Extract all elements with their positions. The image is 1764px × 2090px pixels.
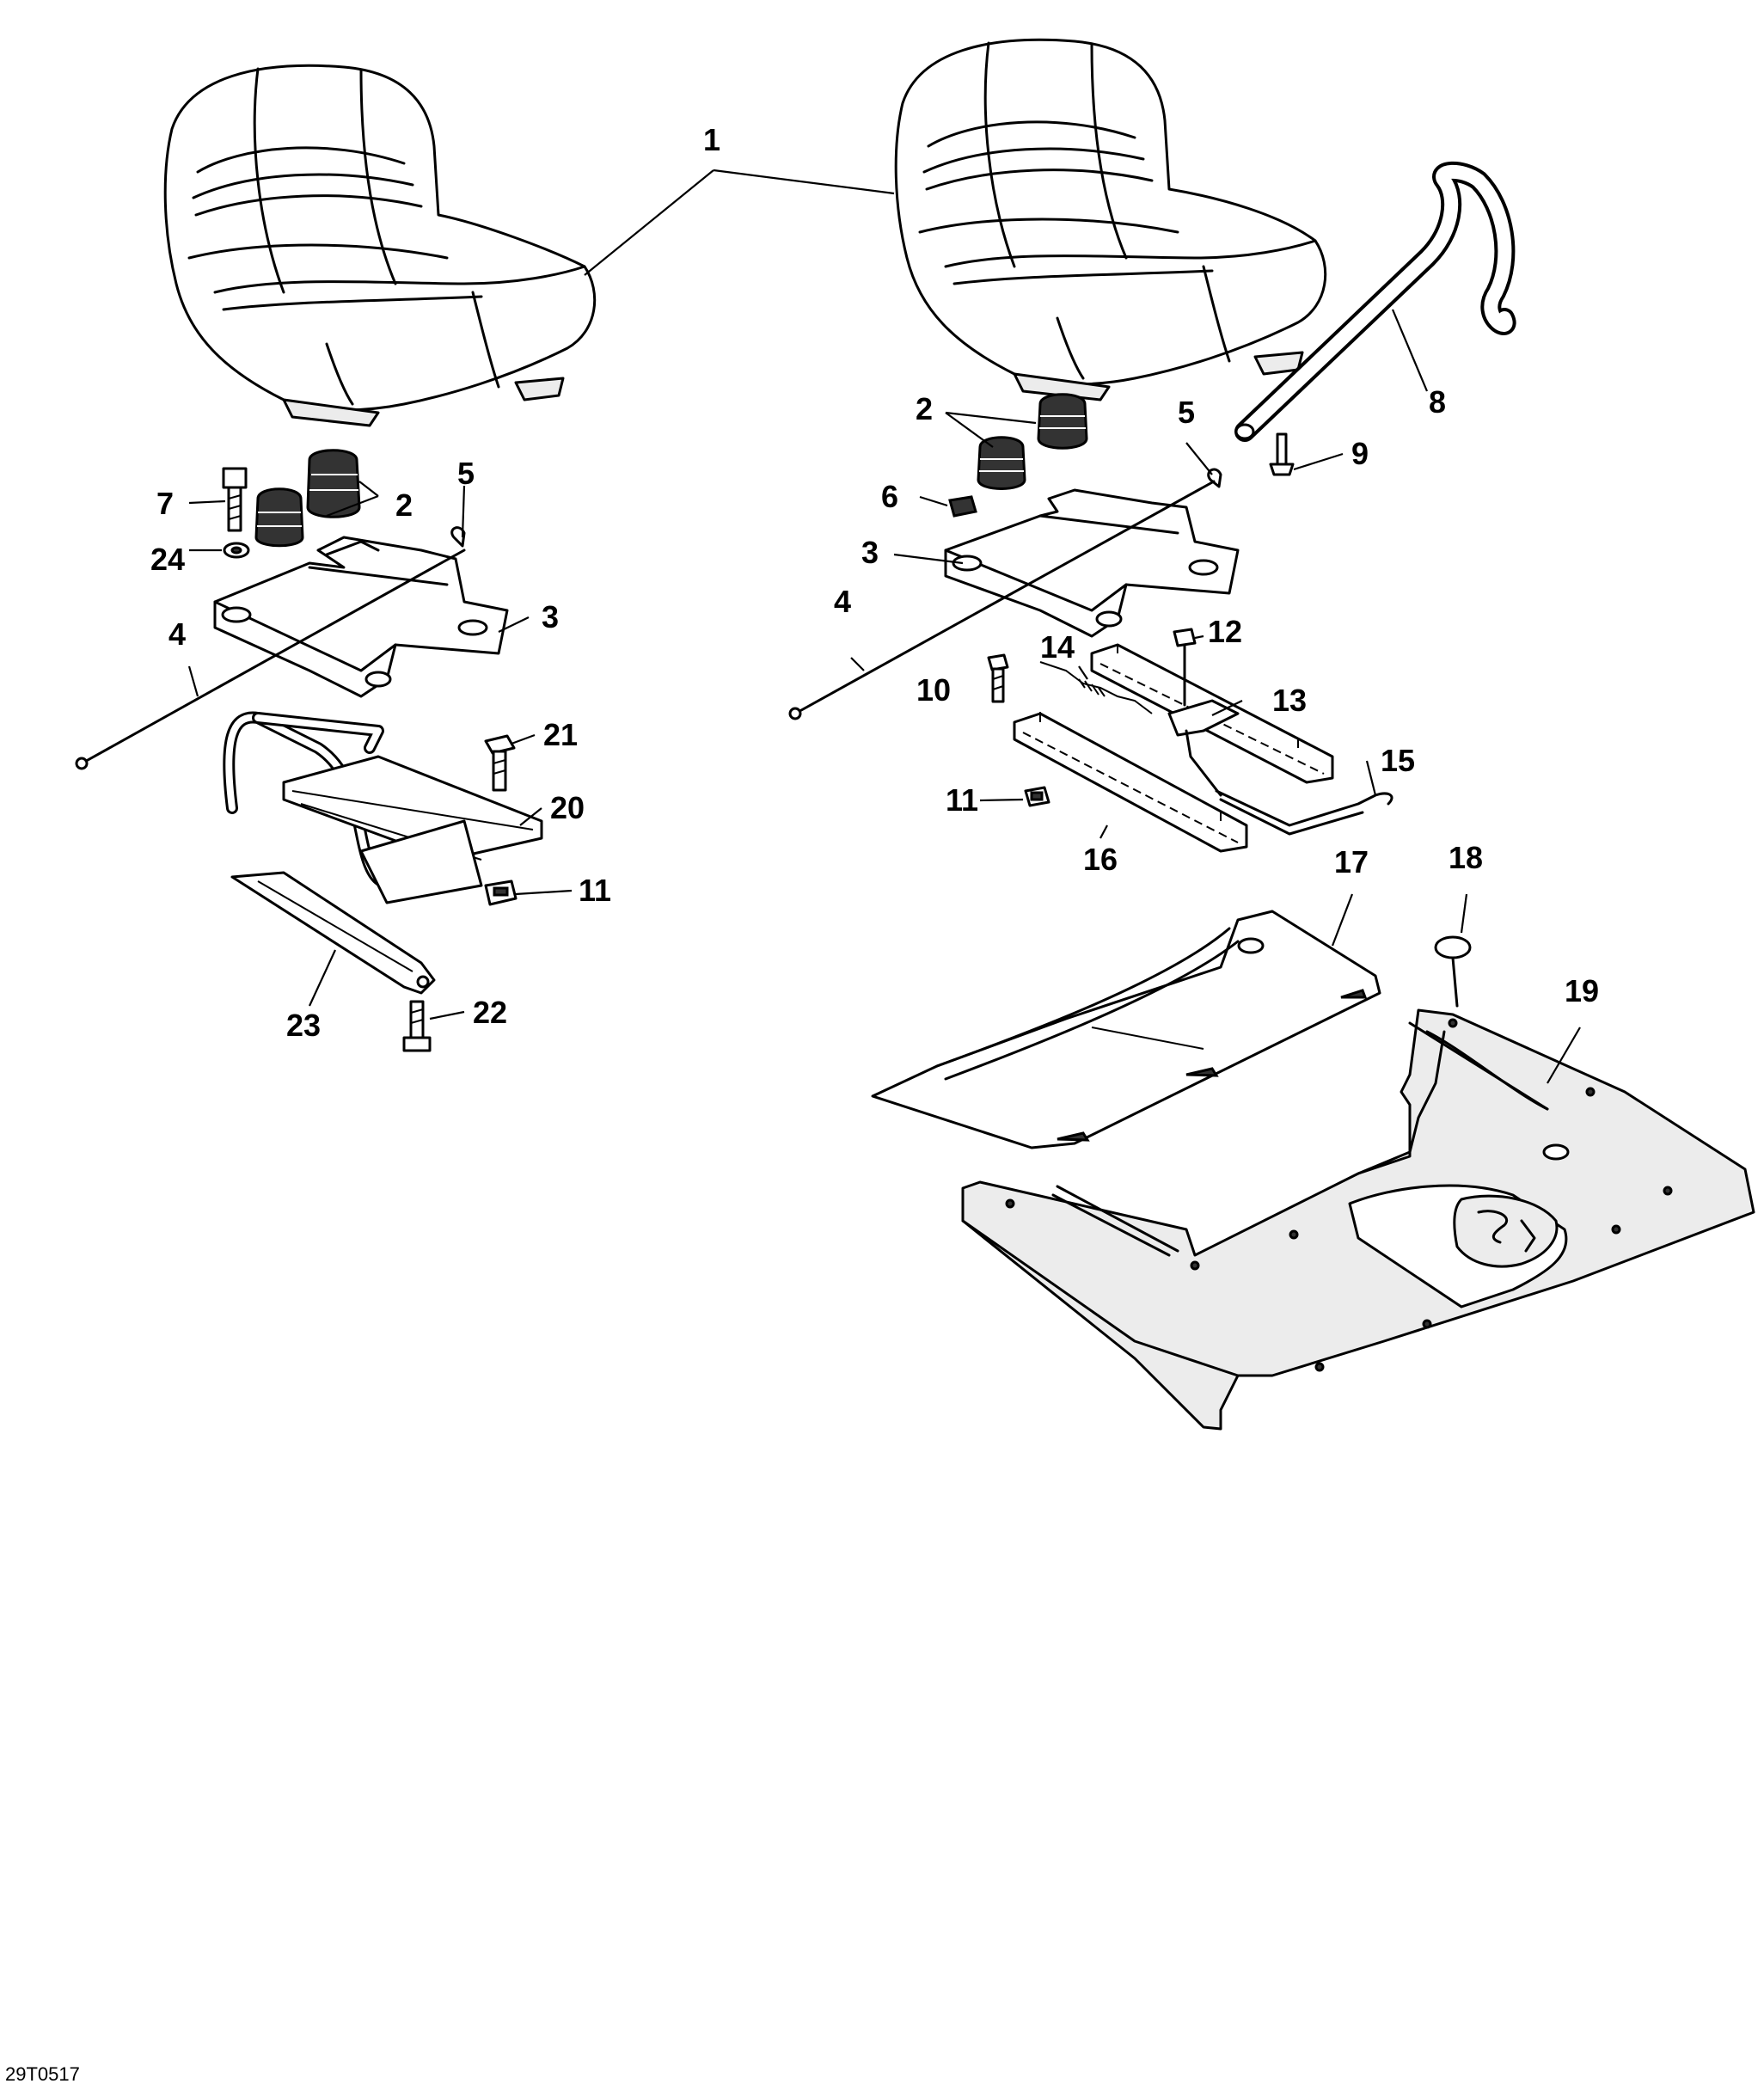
- bumpers-left: [254, 449, 361, 548]
- callout-2-left: 2: [395, 487, 413, 523]
- callout-18: 18: [1449, 840, 1483, 875]
- bumpers-right: [977, 393, 1088, 490]
- bolt-7: [222, 467, 248, 532]
- callout-labels: 1 2 2 3 3 4 4 5 5 6 7 8 9 10 11 11 12 13…: [150, 122, 1599, 1043]
- rail-16: [1013, 712, 1248, 853]
- callout-12: 12: [1208, 614, 1242, 649]
- callout-5-right: 5: [1178, 395, 1195, 430]
- seat-pan-17: [871, 910, 1381, 1149]
- bolt-21: [484, 734, 516, 792]
- callout-21: 21: [543, 717, 578, 752]
- callout-4-left: 4: [168, 616, 186, 652]
- callout-6: 6: [881, 479, 898, 514]
- callout-4-right: 4: [834, 584, 851, 619]
- callout-5-left: 5: [457, 456, 475, 491]
- grab-handle-8: [1234, 161, 1516, 442]
- callout-1: 1: [703, 122, 720, 157]
- callout-17: 17: [1334, 844, 1369, 880]
- floor-plate-19: [961, 1008, 1755, 1431]
- callout-7: 7: [156, 486, 174, 521]
- strap-23: [230, 871, 436, 995]
- rod-4-left: [80, 549, 466, 765]
- callout-24: 24: [150, 542, 185, 577]
- callout-16: 16: [1083, 842, 1118, 877]
- bolt-12: [1173, 628, 1197, 707]
- leader-lines: [187, 169, 1581, 1084]
- callout-13: 13: [1272, 683, 1307, 718]
- bolt-22: [402, 1000, 432, 1052]
- nut-6: [948, 495, 977, 518]
- callout-22: 22: [473, 995, 507, 1030]
- callout-11-left: 11: [579, 873, 611, 908]
- mount-bracket-left: [213, 536, 509, 698]
- callout-2-right: 2: [916, 391, 933, 426]
- callout-15: 15: [1381, 743, 1415, 778]
- clip-5-left: [450, 526, 466, 548]
- callout-14: 14: [1040, 629, 1075, 665]
- callout-8: 8: [1429, 384, 1446, 420]
- screw-9: [1269, 432, 1295, 476]
- callout-9: 9: [1351, 436, 1369, 471]
- latch-lever-15: [1167, 699, 1393, 836]
- callout-19: 19: [1565, 973, 1599, 1008]
- callout-3-left: 3: [542, 599, 559, 634]
- rod-4-right: [793, 480, 1216, 715]
- slide-rails-left: [282, 755, 543, 904]
- figure-id: 29T0517: [5, 2063, 80, 2085]
- bolt-10: [987, 653, 1009, 703]
- callout-11-right: 11: [946, 782, 978, 818]
- left-seat: [163, 64, 597, 427]
- mount-bracket-right: [944, 488, 1240, 638]
- callout-3-right: 3: [861, 535, 879, 570]
- plug-18: [1434, 935, 1472, 1008]
- callout-23: 23: [286, 1008, 321, 1043]
- callout-10: 10: [916, 672, 951, 708]
- callout-20: 20: [550, 790, 585, 825]
- spring-14: [1039, 661, 1153, 714]
- right-seat: [894, 38, 1327, 401]
